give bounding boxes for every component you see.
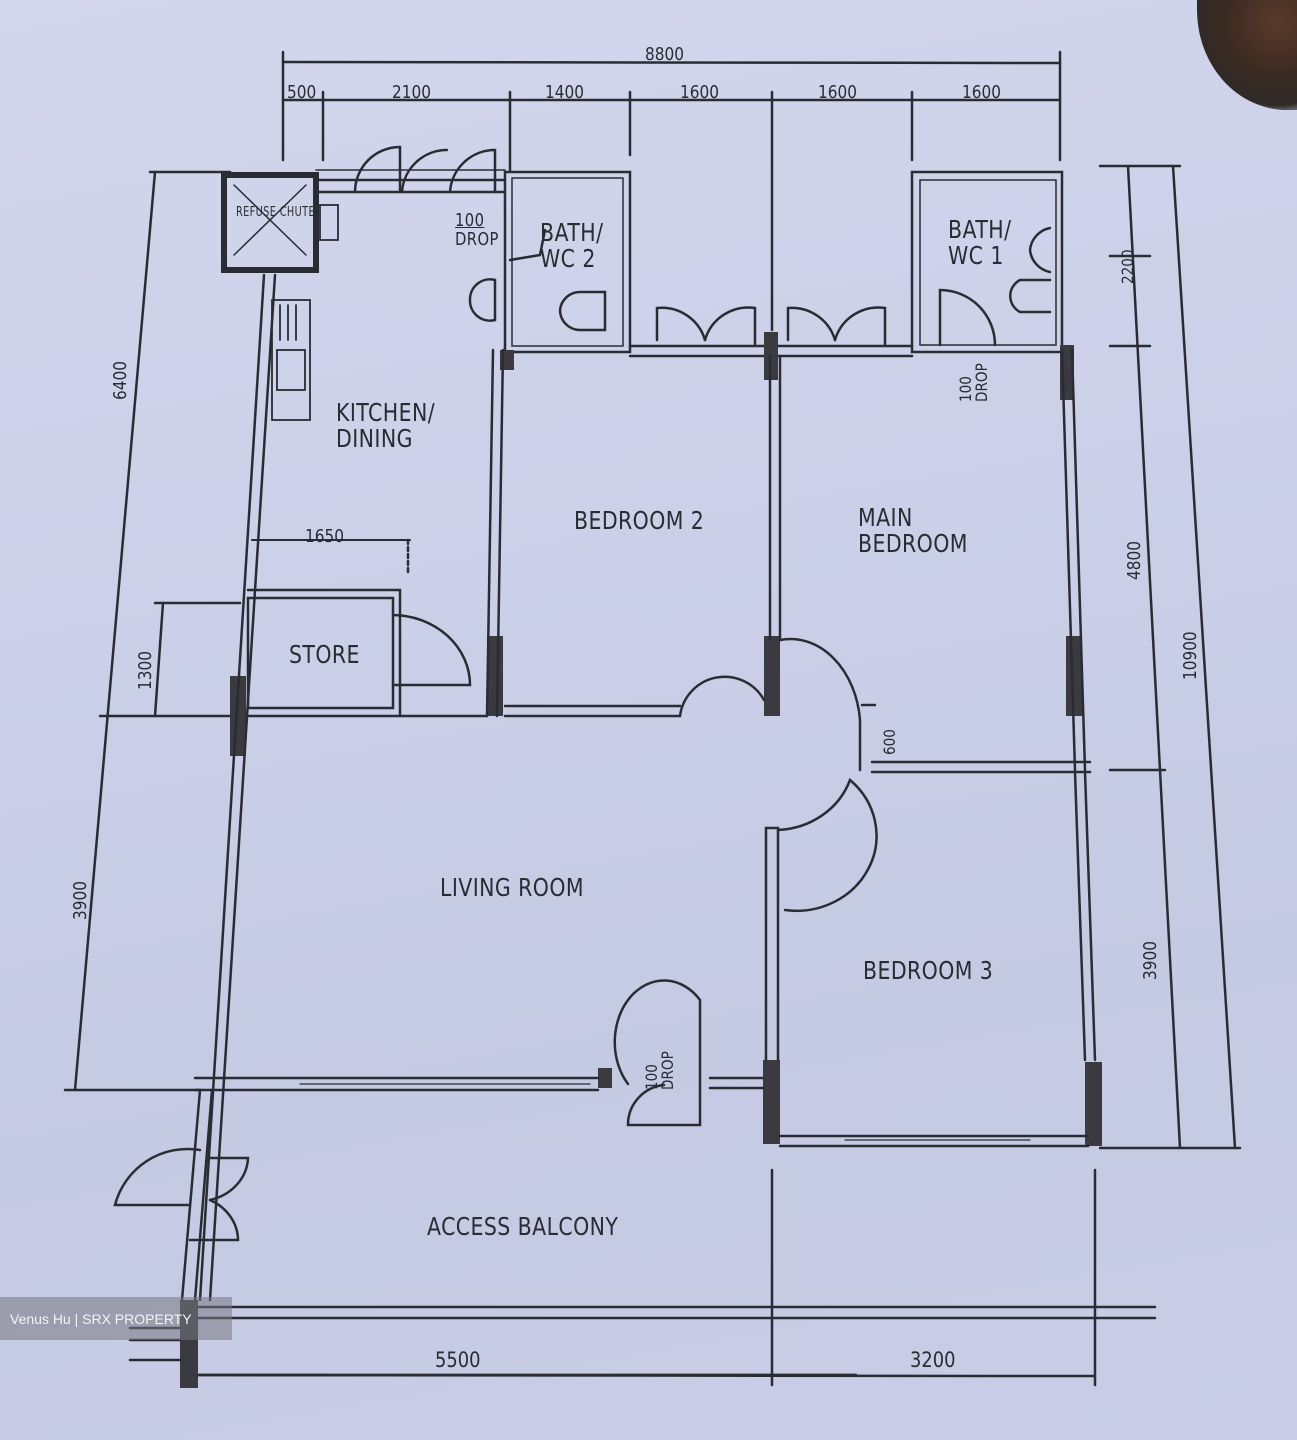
main-bedroom-walls xyxy=(778,348,1092,774)
store-walls xyxy=(246,538,489,718)
label-living-drop: 100 DROP xyxy=(642,1051,677,1090)
bottom-dimension-lines xyxy=(196,1168,1097,1387)
label-access-balcony: ACCESS BALCONY xyxy=(427,1212,619,1241)
refuse-chute-symbol xyxy=(221,172,319,273)
dim-top-seg-1: 500 xyxy=(287,82,317,103)
dim-right-middle: 4800 xyxy=(1124,541,1145,580)
dim-right-lower: 3900 xyxy=(1140,941,1161,980)
label-kitchen-line1: KITCHEN/ xyxy=(336,398,436,427)
bedroom-3-walls xyxy=(764,770,1097,1148)
right-dimension-lines xyxy=(1098,164,1242,1150)
dim-top-seg-3: 1400 xyxy=(545,82,584,103)
label-main-bedroom-line1: MAIN xyxy=(858,503,913,532)
dim-left-upper: 6400 xyxy=(110,361,131,400)
bath-wc-1-walls xyxy=(910,170,1064,354)
dim-top-seg-2: 2100 xyxy=(392,82,431,103)
left-exterior-wall xyxy=(198,273,277,1302)
label-bedroom-3: BEDROOM 3 xyxy=(863,956,994,985)
bedroom-2-walls xyxy=(485,348,782,718)
dim-top-total: 8800 xyxy=(645,44,684,65)
label-kitchen-drop: 100 DROP xyxy=(455,210,499,250)
dim-right-total: 10900 xyxy=(1180,631,1201,680)
label-kitchen-line2: DINING xyxy=(336,424,413,454)
label-bath-wc-2-line2: WC 2 xyxy=(540,244,596,274)
label-main-bedroom-line2: BEDROOM xyxy=(858,529,968,559)
label-bath-wc-1-line2: WC 1 xyxy=(948,241,1004,271)
drop-text: DROP xyxy=(972,363,991,402)
label-bath-wc-1: BATH/ WC 1 xyxy=(948,215,1012,271)
top-dimension-lines xyxy=(281,50,1062,332)
dim-left-store: 1300 xyxy=(135,651,156,690)
drop-text: DROP xyxy=(658,1051,677,1090)
dim-top-seg-4: 1600 xyxy=(680,82,719,103)
label-store: STORE xyxy=(289,640,360,669)
kitchen-sink xyxy=(271,204,339,421)
dim-bottom-left: 5500 xyxy=(435,1348,481,1372)
label-bedroom-2: BEDROOM 2 xyxy=(574,506,705,535)
label-bath-wc-1-line1: BATH/ xyxy=(948,215,1012,244)
dim-left-lower: 3900 xyxy=(70,881,91,920)
top-wall xyxy=(314,145,507,194)
dim-store-width: 1650 xyxy=(305,526,344,547)
dim-corridor: 600 xyxy=(880,729,899,755)
dim-top-seg-6: 1600 xyxy=(962,82,1001,103)
label-living-room: LIVING ROOM xyxy=(440,873,584,902)
dim-top-seg-5: 1600 xyxy=(818,82,857,103)
structural-columns xyxy=(180,332,1102,1388)
bath-wc-2-walls xyxy=(468,170,632,354)
label-bath-wc-2-line1: BATH/ xyxy=(540,218,604,247)
dim-right-top: 2200 xyxy=(1118,249,1137,284)
drop-value: 100 xyxy=(455,210,485,231)
left-dimension-lines xyxy=(63,170,242,1092)
label-main-bedroom: MAIN BEDROOM xyxy=(858,503,968,559)
watermark: Venus Hu | SRX PROPERTY xyxy=(0,1297,232,1340)
label-refuse-chute: REFUSE CHUTE xyxy=(236,205,316,220)
entrance-door xyxy=(113,1088,250,1302)
label-wc1-drop: 100 DROP xyxy=(956,363,991,402)
label-bath-wc-2: BATH/ WC 2 xyxy=(540,218,604,274)
label-kitchen-dining: KITCHEN/ DINING xyxy=(336,398,436,454)
balcony-parapet xyxy=(128,1305,1157,1362)
dim-bottom-right: 3200 xyxy=(910,1348,956,1372)
living-room-south-wall xyxy=(193,979,765,1127)
drop-text: DROP xyxy=(455,228,499,250)
